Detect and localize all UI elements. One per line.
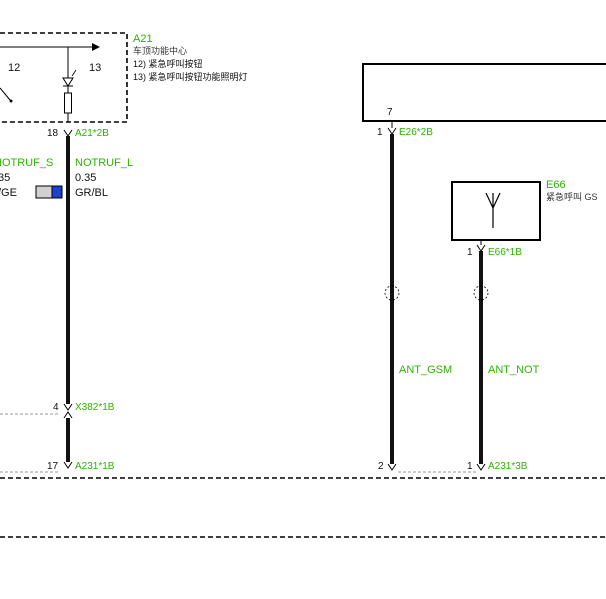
- wire-ant-gsm: 1 E26*2B ANT_GSM 2: [377, 121, 452, 472]
- wire-notruf-l-color: GR/BL: [75, 187, 108, 199]
- arrow-right-icon: [92, 43, 100, 51]
- a231-1b-label: A231*1B: [75, 461, 115, 472]
- antenna-icon: [485, 192, 501, 210]
- switch-pivot-icon: [9, 99, 13, 103]
- resistor-icon: [64, 92, 72, 114]
- led-diode-icon: [62, 77, 74, 87]
- component-e66: E66 紧急呼叫 GS: [451, 179, 598, 241]
- connector-fork-icon: [387, 127, 397, 135]
- a21-desc-2: 12) 紧急呼叫按钮: [133, 58, 203, 69]
- wire-ant-gsm-name: ANT_GSM: [399, 364, 452, 376]
- component-e26: 7: [362, 63, 606, 122]
- a21-2b-label: A21*2B: [75, 128, 109, 139]
- e26-2b-label: E26*2B: [399, 127, 433, 138]
- switch-contact-icon: [0, 87, 11, 101]
- e66-1b-label: E66*1B: [488, 247, 522, 258]
- wire-notruf-s-color: /GE: [0, 187, 17, 199]
- e26-box: [362, 63, 606, 122]
- a21-desc-1: 车顶功能中心: [133, 45, 187, 56]
- connector-fork-icon: [476, 244, 486, 252]
- e26-pin-7: 7: [387, 107, 393, 118]
- connector-fork-icon: [387, 463, 397, 471]
- wire-notruf-l: 18 A21*2B NOTRUF_L 0.35 GR/BL 4 X382*1B …: [47, 128, 133, 472]
- a21-pin-label-13: 13: [89, 62, 101, 74]
- a21-code: A21: [133, 33, 153, 45]
- a231-3b-pin: 1: [467, 461, 473, 472]
- shield-marker-icon: [384, 285, 400, 301]
- connector-fork-icon: [476, 463, 486, 471]
- a21-pin-label-12: 12: [8, 62, 20, 74]
- wire-notruf-s-name: NOTRUF_S: [0, 157, 53, 169]
- e66-1b-pin: 1: [467, 247, 473, 258]
- a21-desc-3: 13) 紧急呼叫按钮功能照明灯: [133, 71, 248, 82]
- x382-1b-label: X382*1B: [75, 402, 115, 413]
- swatch-gray: [35, 185, 53, 199]
- led-ray-icon: [71, 69, 77, 77]
- wire-notruf-s-size: 35: [0, 172, 10, 184]
- a231-3b-left-pin: 2: [378, 461, 384, 472]
- a21-2b-pin: 18: [47, 128, 59, 139]
- x382-1b-pin: 4: [53, 402, 59, 413]
- a231-3b-label: A231*3B: [488, 461, 528, 472]
- wire-notruf-l-name: NOTRUF_L: [75, 157, 133, 169]
- swatch-blue: [51, 185, 63, 199]
- e66-code: E66: [546, 179, 566, 191]
- wire-notruf-l-size: 0.35: [75, 172, 96, 184]
- a21-dashed-box: [0, 32, 128, 123]
- a231-1b-pin: 17: [47, 461, 59, 472]
- e26-2b-pin: 1: [377, 127, 383, 138]
- connector-fork-icon: [63, 403, 73, 411]
- e66-box: [451, 181, 541, 241]
- e66-desc: 紧急呼叫 GS: [546, 191, 598, 202]
- wire-ant-not-name: ANT_NOT: [488, 364, 540, 376]
- wire-ant-not: 1 E66*1B ANT_NOT 1 A231*3B: [467, 240, 540, 472]
- connector-fork-icon: [63, 129, 73, 137]
- shield-marker-icon: [473, 285, 489, 301]
- connector-fork-icon: [63, 411, 73, 419]
- wire-color-swatch: [35, 185, 63, 199]
- component-a231: [0, 413, 606, 538]
- wire-notruf-s: NOTRUF_S 35 /GE: [0, 157, 63, 199]
- connector-fork-icon: [63, 461, 73, 469]
- component-a21: 12 13 A21 车顶功能中心 12) 紧急呼叫按钮 13) 紧急呼叫按钮功能…: [0, 32, 248, 123]
